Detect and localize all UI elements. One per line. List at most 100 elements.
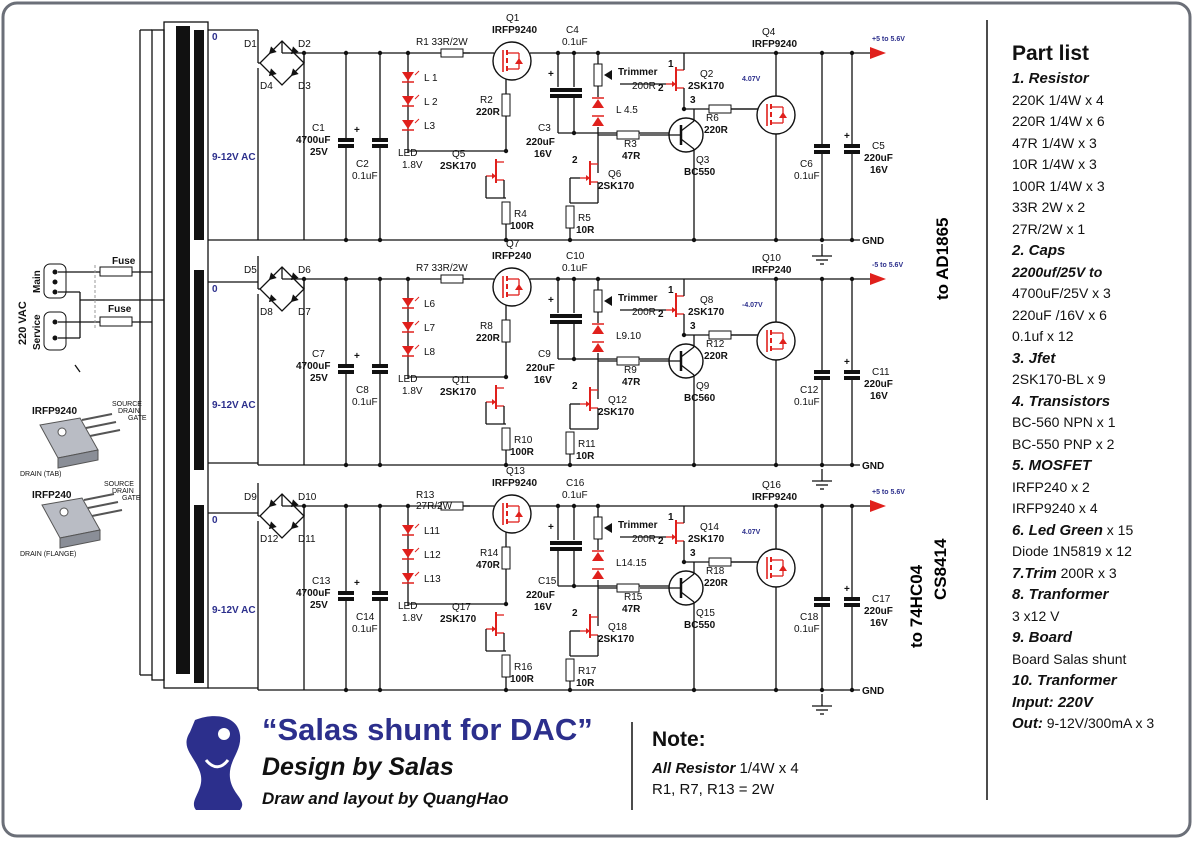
part-list-title: Part list bbox=[1012, 42, 1090, 65]
led-triangle bbox=[592, 117, 604, 126]
led-triangle bbox=[592, 99, 604, 108]
polarity-mark: + bbox=[844, 357, 850, 368]
jfet-arrow bbox=[492, 626, 496, 632]
junction-dot bbox=[595, 50, 601, 56]
led-ray bbox=[414, 344, 420, 350]
junction-dot bbox=[819, 237, 825, 243]
capacitor-label: 220uF bbox=[526, 590, 555, 601]
capacitor-plate bbox=[338, 364, 354, 368]
capacitor-label: 25V bbox=[310, 600, 328, 611]
mosfet-diode bbox=[515, 284, 523, 290]
part-item: 2SK170-BL x 9 bbox=[1012, 371, 1106, 387]
capacitor-label: 4700uF bbox=[296, 135, 330, 146]
capacitor-plate bbox=[566, 94, 582, 98]
vac-label: 220 VAC bbox=[17, 301, 29, 345]
capacitor-plate bbox=[338, 591, 354, 595]
transistor-label: Q3 bbox=[696, 155, 710, 166]
pin-label: 3 bbox=[690, 321, 696, 332]
design-credit: Design by Salas bbox=[262, 753, 454, 781]
capacitor-plate bbox=[372, 364, 388, 368]
package-2-name: IRFP240 bbox=[32, 490, 72, 501]
part-item: 220R 1/4W x 6 bbox=[1012, 113, 1105, 129]
led-ray bbox=[414, 70, 420, 76]
bjt-lead bbox=[680, 591, 695, 603]
resistor-label: R11 bbox=[578, 439, 596, 450]
layout-credit: Draw and layout by QuangHao bbox=[262, 789, 509, 808]
bridge-rectifier bbox=[259, 493, 305, 539]
capacitor-label: 0.1uF bbox=[794, 397, 820, 408]
gnd-label: GND bbox=[862, 236, 884, 247]
diode bbox=[268, 521, 277, 530]
gnd-label: GND bbox=[862, 686, 884, 697]
capacitor-plate bbox=[372, 144, 388, 148]
capacitor-label: C7 bbox=[312, 349, 325, 360]
diode-label: D9 bbox=[244, 492, 257, 503]
led-label: 1.8V bbox=[402, 160, 423, 171]
bridge-rectifier bbox=[259, 266, 305, 312]
transistor-label: Q18 bbox=[608, 622, 627, 633]
output-voltage-label: -5 to 5.6V bbox=[872, 262, 903, 269]
capacitor-plate bbox=[338, 370, 354, 374]
part-item: IRFP9240 x 4 bbox=[1012, 500, 1098, 516]
resistor-label: 27R/2W bbox=[416, 501, 453, 512]
part-group-heading-rest: 9-12V/300mA x 3 bbox=[1042, 715, 1155, 731]
trimmer-label: 200R bbox=[632, 81, 656, 92]
led-label: LED bbox=[398, 601, 417, 612]
jfet-arrow bbox=[492, 399, 496, 405]
transistor-label: 2SK170 bbox=[688, 81, 725, 92]
capacitor-plate bbox=[844, 150, 860, 154]
transistor-label: BC550 bbox=[684, 167, 716, 178]
part-item: 2200uf/25V to bbox=[1012, 263, 1103, 280]
capacitor-label: C4 bbox=[566, 25, 579, 36]
junction-dot bbox=[567, 687, 573, 693]
note-line-1: All Resistor 1/4W x 4 bbox=[652, 760, 799, 777]
trimmer-label: Trimmer bbox=[618, 520, 658, 531]
led-label: L14.15 bbox=[616, 558, 647, 569]
part-group-heading-rest: x 15 bbox=[1102, 521, 1134, 538]
led-triangle bbox=[402, 346, 414, 355]
diode-label: D1 bbox=[244, 39, 257, 50]
led-triangle bbox=[402, 298, 414, 307]
capacitor-label: 220uF bbox=[526, 363, 555, 374]
note-line-1-bold: All Resistor bbox=[652, 760, 736, 777]
led-triangle bbox=[402, 322, 414, 331]
part-group-heading-rest: 200R x 3 bbox=[1056, 564, 1117, 581]
polarity-mark: + bbox=[844, 584, 850, 595]
service-label: Service bbox=[32, 314, 43, 350]
resistor bbox=[501, 546, 511, 570]
capacitor-label: 16V bbox=[534, 375, 552, 386]
package-2-tab: DRAIN (FLANGE) bbox=[20, 551, 76, 558]
mosfet-diode bbox=[515, 511, 523, 517]
capacitor-plate bbox=[566, 547, 582, 551]
resistor bbox=[440, 48, 464, 58]
capacitor-label: 0.1uF bbox=[562, 37, 588, 48]
led-ray bbox=[414, 320, 420, 326]
junction-dot bbox=[377, 462, 383, 468]
part-item: Board Salas shunt bbox=[1012, 650, 1127, 667]
diode bbox=[290, 521, 299, 530]
transistor-label: IRFP9240 bbox=[492, 25, 537, 36]
transistor-label: Q4 bbox=[762, 27, 776, 38]
capacitor-label: 25V bbox=[310, 147, 328, 158]
output-arrow bbox=[870, 47, 886, 59]
part-group-heading: 9. Board bbox=[1012, 629, 1073, 646]
capacitor-label: 220uF bbox=[864, 379, 893, 390]
capacitor-label: C11 bbox=[872, 367, 890, 378]
led-triangle bbox=[592, 552, 604, 561]
pin-label: 2 bbox=[658, 536, 664, 547]
transistor-label: IRFP240 bbox=[492, 251, 532, 262]
jfet-arrow bbox=[586, 401, 590, 407]
polarity-mark: + bbox=[354, 125, 360, 136]
junction-dot bbox=[571, 356, 577, 362]
junction-dot bbox=[681, 559, 687, 565]
transistor-label: 2SK170 bbox=[440, 614, 477, 625]
capacitor-plate bbox=[566, 541, 582, 545]
part-item: BC-550 PNP x 2 bbox=[1012, 435, 1115, 452]
gate-voltage-label: -4.07V bbox=[742, 302, 763, 309]
bjt-lead bbox=[680, 573, 695, 585]
jfet-arrow bbox=[492, 173, 496, 179]
capacitor-plate bbox=[844, 376, 860, 380]
transistor-label: Q9 bbox=[696, 381, 710, 392]
capacitor-label: 0.1uF bbox=[794, 171, 820, 182]
